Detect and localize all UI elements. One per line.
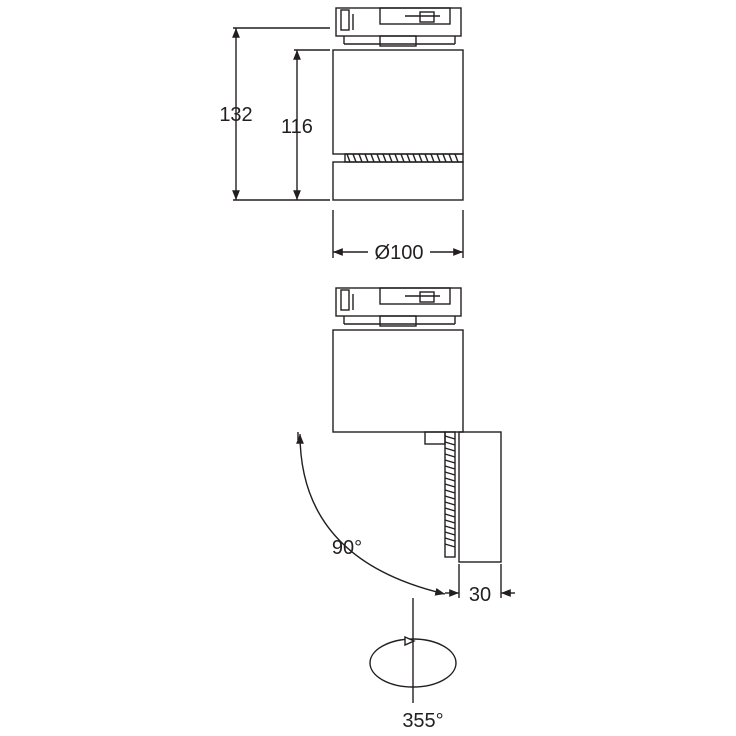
label-132: 132 <box>219 104 252 126</box>
label-30: 30 <box>469 584 491 606</box>
dimension-116 <box>293 49 330 200</box>
dimension-132 <box>232 27 330 201</box>
dimension-30 <box>445 564 515 598</box>
tilt-arc-90 <box>296 432 446 596</box>
lamp-head-tilted <box>444 431 502 563</box>
hinge <box>424 431 446 445</box>
lamp-body-top <box>332 49 464 155</box>
rotation-indicator <box>369 598 457 703</box>
lamp-body-bottom <box>332 329 464 433</box>
top-view <box>232 7 464 258</box>
label-355: 355° <box>402 710 443 732</box>
track-adapter-top <box>335 7 462 47</box>
label-116: 116 <box>281 116 313 138</box>
bottom-view <box>296 287 515 703</box>
heatsink-fins-top <box>344 153 464 163</box>
label-90: 90° <box>332 537 362 559</box>
track-adapter-bottom <box>335 287 462 327</box>
label-diameter: Ø100 <box>375 242 424 264</box>
lamp-head-top <box>332 161 464 201</box>
